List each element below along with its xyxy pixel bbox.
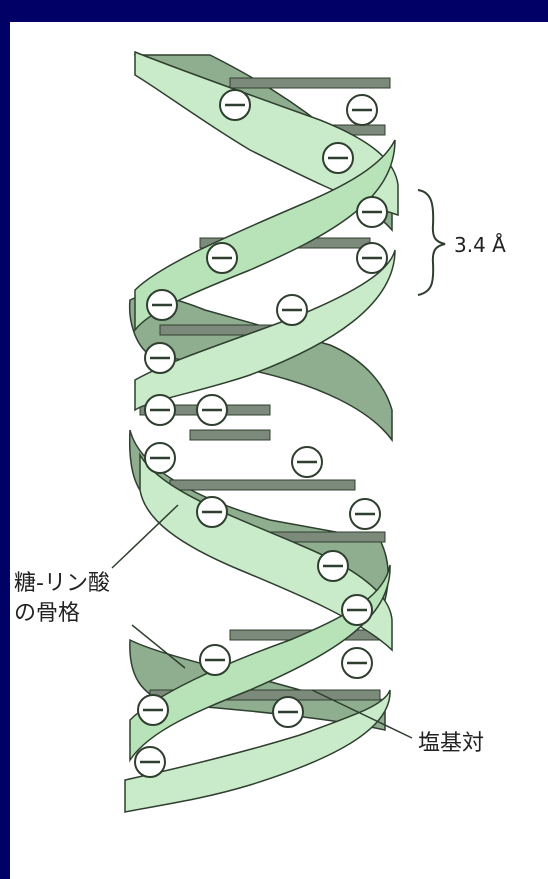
phosphate-minus-icon — [342, 648, 372, 678]
phosphate-minus-icon — [323, 143, 353, 173]
phosphate-minus-icon — [138, 695, 168, 725]
phosphate-minus-icon — [318, 551, 348, 581]
phosphate-minus-icon — [350, 499, 380, 529]
phosphate-minus-icon — [277, 295, 307, 325]
phosphate-minus-icon — [342, 595, 372, 625]
backbone-label-line-1: 糖-リン酸 — [14, 571, 110, 596]
phosphate-minus-icon — [200, 645, 230, 675]
phosphate-minus-icon — [347, 95, 377, 125]
phosphate-minus-icon — [220, 90, 250, 120]
phosphate-minus-icon — [357, 243, 387, 273]
phosphate-minus-icon — [145, 443, 175, 473]
spacing-brace — [418, 190, 445, 295]
phosphate-minus-icon — [147, 290, 177, 320]
rung — [190, 430, 270, 440]
base-pair-label: 塩基対 — [418, 731, 484, 756]
rung — [170, 480, 355, 490]
phosphate-minus-icon — [292, 447, 322, 477]
phosphate-minus-icon — [197, 497, 227, 527]
rung — [230, 78, 390, 88]
phosphate-minus-icon — [135, 747, 165, 777]
phosphate-minus-icon — [207, 243, 237, 273]
spacing-label: 3.4 Å — [454, 233, 506, 257]
phosphate-minus-icon — [197, 395, 227, 425]
backbone-label-line-2: の骨格 — [14, 601, 80, 626]
phosphate-minus-icon — [357, 197, 387, 227]
backbone-pointer-line — [112, 505, 178, 568]
phosphate-minus-icon — [145, 395, 175, 425]
phosphate-minus-icon — [145, 343, 175, 373]
phosphate-minus-icon — [273, 697, 303, 727]
